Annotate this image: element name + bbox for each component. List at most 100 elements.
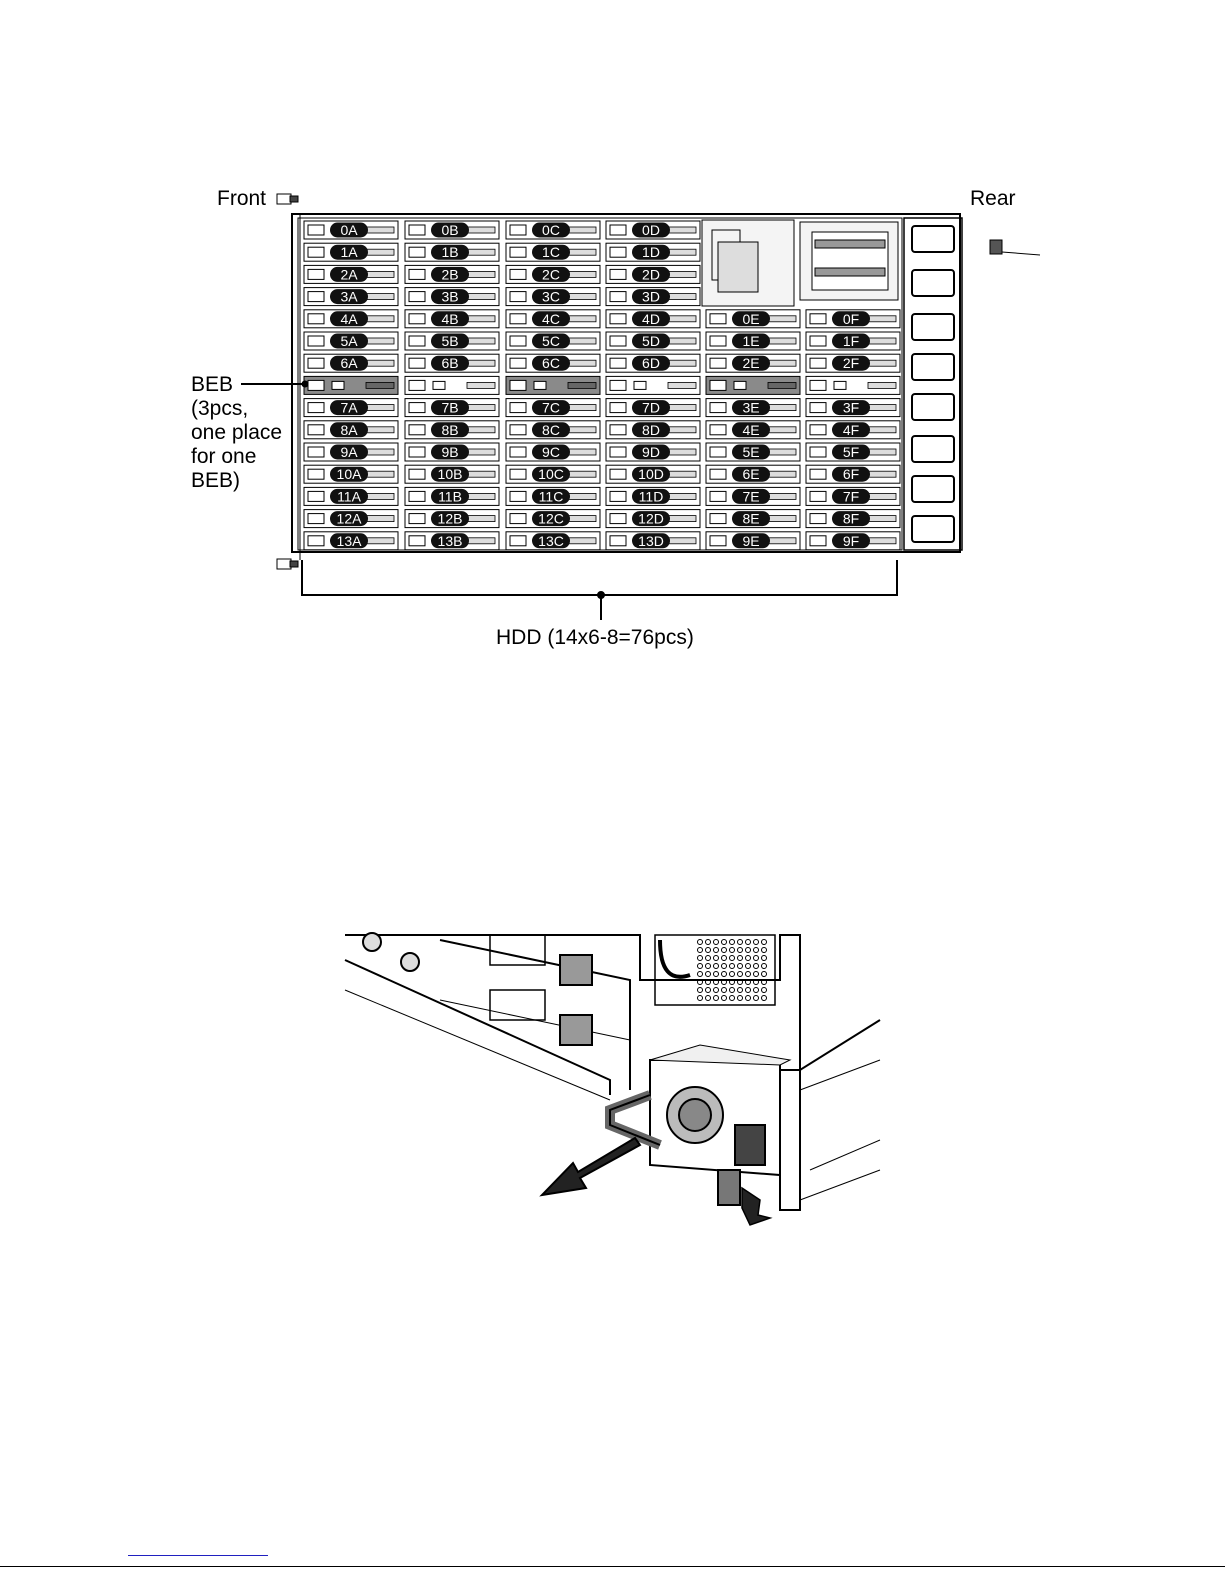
hdd-slot: 13C [505,531,601,551]
slot-label: 2E [742,355,759,371]
rear-label: Rear [970,187,1016,210]
slot-label: 3B [441,289,458,305]
hdd-slot: 0B [404,220,500,240]
slot-label: 11B [438,488,462,504]
slot-label: 12A [337,511,363,527]
slot-label: 1B [441,244,458,260]
hdd-slot: 11D [605,486,701,506]
slot-label: 9D [642,444,660,460]
hdd-slot: 8B [404,420,500,440]
slot-label: 8D [642,422,660,438]
footer-rule [0,1566,1225,1567]
slot-label: 5E [742,444,759,460]
slot-label: 7B [441,400,458,416]
hdd-slot: 8C [505,420,601,440]
hdd-slot: 1E [705,331,801,351]
hdd-slot: 12A [303,509,399,529]
slot-label: 11C [539,488,564,504]
slot-label: 7F [843,488,859,504]
front-screw-icon [276,193,299,570]
hdd-slot: 7D [605,398,701,418]
slot-label: 3A [340,289,358,305]
hdd-slot: 3D [605,287,701,307]
rear-slot [911,353,955,381]
slot-label: 7C [542,400,560,416]
slot-label: 10B [438,466,463,482]
slot-label: 6D [642,355,660,371]
hdd-slot: 1F [805,331,901,351]
hdd-slot: 4E [705,420,801,440]
power-module-illustration [344,932,881,1211]
slot-label: 2D [642,266,660,282]
slot-label: 0C [542,222,560,238]
beb-label-line: one place [191,421,283,444]
hdd-slot: 5E [705,442,801,462]
hdd-slot: 3B [404,287,500,307]
slot-label: 8A [340,422,358,438]
slot-label: 13D [638,533,664,549]
hdd-slot: 2C [505,264,601,284]
slot-label: 0B [441,222,458,238]
slot-label: 4C [542,311,560,327]
slot-label: 5B [441,333,458,349]
beb-label-line: for one [191,445,257,468]
empty-slot [805,375,901,395]
hdd-slot: 11B [404,486,500,506]
rear-slot [911,393,955,421]
slot-label: 5F [843,444,859,460]
slot-label: 2C [542,266,560,282]
slot-label: 2F [843,355,859,371]
hdd-slot: 10D [605,464,701,484]
hdd-slot: 5F [805,442,901,462]
rear-modules [701,219,899,307]
hdd-slot: 6F [805,464,901,484]
rear-slot [911,313,955,341]
slot-label: 10A [337,466,363,482]
rear-slot-group [911,225,955,543]
hdd-slot: 1C [505,242,601,262]
slot-label: 12C [538,511,564,527]
slot-label: 9B [441,444,458,460]
hdd-slot: 0D [605,220,701,240]
slot-label: 13C [538,533,564,549]
hdd-slot: 8D [605,420,701,440]
slot-label: 0F [843,311,859,327]
slot-label: 13B [438,533,463,549]
beb-label-line: BEB [191,373,234,396]
slot-label: 13A [337,533,363,549]
slot-label: 4B [441,311,458,327]
slot-label: 8F [843,511,859,527]
slot-label: 6E [742,466,759,482]
rear-slot [911,475,955,503]
slot-label: 12D [638,511,664,527]
rear-slot [911,225,955,253]
hdd-slot: 3F [805,398,901,418]
hdd-slot: 0F [805,309,901,329]
slot-label: 3C [542,289,560,305]
hdd-slot: 5B [404,331,500,351]
hdd-slot: 3E [705,398,801,418]
rear-slot [911,435,955,463]
slot-label: 1D [642,244,660,260]
hdd-slot: 9C [505,442,601,462]
rear-slot [911,515,955,543]
slot-label: 4A [340,311,358,327]
slot-label: 6C [542,355,560,371]
hdd-slot: 0C [505,220,601,240]
hdd-slot: 4A [303,309,399,329]
hdd-slot: 2D [605,264,701,284]
slot-label: 11A [337,488,362,504]
hdd-slot: 3C [505,287,601,307]
slot-label: 3D [642,289,660,305]
hdd-slot: 13A [303,531,399,551]
hdd-slot: 1B [404,242,500,262]
hdd-slot: 13B [404,531,500,551]
slot-label: 10D [638,466,664,482]
rear-slot [911,269,955,297]
slot-label: 6B [441,355,458,371]
slot-label: 6F [843,466,859,482]
slot-label: 9C [542,444,560,460]
slot-label: 0D [642,222,660,238]
hdd-slot: 4F [805,420,901,440]
